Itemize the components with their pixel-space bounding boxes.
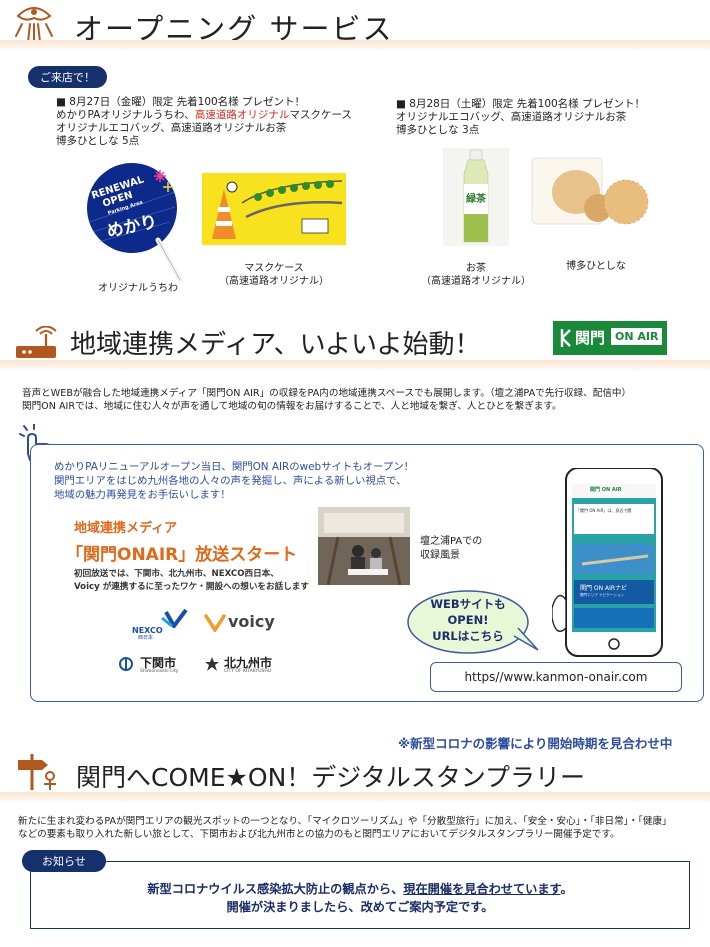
right-line2: オリジナルエコバッグ、高速道路オリジナルお茶 (396, 111, 627, 123)
k-logo-icon (560, 329, 571, 347)
phone-header: 関門 ON AIR (590, 487, 622, 493)
visit-badge: ご来店で！ (28, 66, 107, 88)
kitakyushu-emblem-icon (205, 657, 219, 671)
stamp-para1: 新たに生まれ変わるPAが関門エリアの観光スポットの一つとなり、「マイクロツーリズ… (18, 816, 672, 827)
left-line4: 博多ひとしな 5点 (56, 135, 140, 147)
voicy-icon (204, 614, 226, 632)
kitakyushu-logo: 北九州市 CITY OF KITAKYUSHU (204, 654, 294, 680)
phone-mockup: 関門 ON AIR 「関門 ON AIR」は、身近で聞 関門 ON AIRナビ … (552, 468, 670, 664)
promo-subtitle: 地域連携メディア (74, 521, 178, 536)
sparkle-icon (15, 7, 53, 47)
left-line1: ■ 8月27日（金曜）限定 先着100名様 プレゼント！ (56, 96, 306, 108)
opening-left-text: ■ 8月27日（金曜）限定 先着100名様 プレゼント！ めかりPAオリジナルう… (56, 96, 376, 148)
onair-intro: めかりPAリニューアルオープン当日、関門ON AIRのwebサイトもオープン！ … (54, 460, 434, 502)
fan-caption: オリジナルうちわ (98, 283, 178, 294)
media-para2: 関門ON AIRでは、地域に住む人々が声を通して地域の旬の情報をお届けすることで… (22, 401, 562, 412)
mask-caption: マスクケース （高速道路オリジナル） (219, 263, 329, 287)
onair-line1: めかりPAリニューアルオープン当日、関門ON AIRのwebサイトもオープン！ (54, 461, 415, 473)
stamp-band (0, 792, 710, 804)
stamp-para2: などの要素も取り入れた新しい旅として、下関市および北九州市との協力のもと関門エリ… (18, 829, 620, 840)
media-para1: 音声とWEBが融合した地域連携メディア「関門ON AIR」の収録をPA内の地域連… (22, 388, 632, 399)
phone-sub: 関門エリア ナビゲーション (580, 593, 625, 597)
stamp-notice: ※新型コロナの影響により開始時期を見合わせ中 (398, 736, 673, 751)
media-band (0, 360, 710, 372)
shimonoseki-logo: 下関市 Shimonoseki city (118, 654, 198, 680)
promo-title: 「関門ONAIR」放送スタート (66, 545, 298, 565)
logo-text: 関門 (575, 329, 606, 347)
onair-url-link[interactable]: https//www.kanmon-onair.com (430, 662, 682, 692)
voicy-logo: voicy (204, 612, 284, 636)
onair-line2: 関門エリアをはじめ九州各地の人々の声を発掘し、声による新しい視点で、 (54, 475, 407, 487)
notice-badge: お知らせ (22, 850, 106, 872)
right-line1: ■ 8月28日（土曜）限定 先着100名様 プレゼント！ (396, 98, 646, 110)
kanmon-onair-logo: 関門 ON AIR (553, 321, 667, 355)
recording-photo (318, 507, 410, 585)
promo-detail: 初回放送では、下関市、北九州市、NEXCO西日本、 Voicy が連携するに至っ… (74, 569, 309, 592)
right-line3: 博多ひとしな 3点 (396, 124, 480, 136)
nexco-logo: NEXCO 西日本 (128, 608, 190, 642)
hakata-image (528, 152, 658, 232)
phone-text: 「関門 ON AIR」は、身近で聞 (576, 508, 632, 513)
media-description: 音声とWEBが融合した地域連携メディア「関門ON AIR」の収録をPA内の地域連… (22, 387, 702, 413)
stamp-description: 新たに生まれ変わるPAが関門エリアの観光スポットの一つとなり、「マイクロツーリズ… (18, 815, 702, 841)
left-line2: めかりPAオリジナルうちわ、高速道路オリジナルマスクケース (56, 109, 352, 121)
router-icon (16, 326, 57, 358)
notice-line1: 新型コロナウイルス感染拡大防止の観点から、現在開催を見合わせています。 (147, 882, 573, 896)
fan-image: RENEWAL OPEN Parking Area めかり (80, 162, 192, 286)
tea-caption: お茶 （高速道路オリジナル） (421, 263, 531, 287)
opening-band (0, 40, 710, 52)
tea-label: 緑茶 (466, 194, 486, 205)
media-title: 地域連携メディア、いよいよ始動！ (70, 330, 481, 360)
photo-caption: 壇之浦PAでの 収録風景 (420, 536, 483, 561)
opening-right-text: ■ 8月28日（土曜）限定 先着100名様 プレゼント！ オリジナルエコバッグ、… (396, 98, 696, 137)
notice-line2: 開催が決まりましたら、改めてご案内予定です。 (226, 900, 494, 914)
logo-onair: ON AIR (611, 328, 663, 345)
notice-text: 新型コロナウイルス感染拡大防止の観点から、現在開催を見合わせています。 開催が決… (30, 880, 690, 916)
bubble-text: WEBサイトも OPEN! URLはこちら (430, 597, 506, 643)
hakata-caption: 博多ひとしな (566, 261, 626, 272)
mask-case-image (202, 173, 346, 245)
phone-banner: 関門 ON AIRナビ (580, 585, 628, 592)
tea-bottle-image: 緑茶 (443, 148, 509, 246)
left-line3: オリジナルエコバッグ、高速道路オリジナルお茶 (56, 122, 287, 134)
signpost-icon (18, 754, 56, 790)
web-open-bubble: WEBサイトも OPEN! URLはこちら (406, 590, 539, 656)
shimonoseki-emblem-icon (119, 657, 133, 671)
notice-box (30, 861, 690, 929)
stamp-title: 関門へCOME★ON！デジタルスタンプラリー (76, 763, 586, 792)
onair-line3: 地域の魅力再発見をお手伝いします！ (54, 489, 231, 501)
